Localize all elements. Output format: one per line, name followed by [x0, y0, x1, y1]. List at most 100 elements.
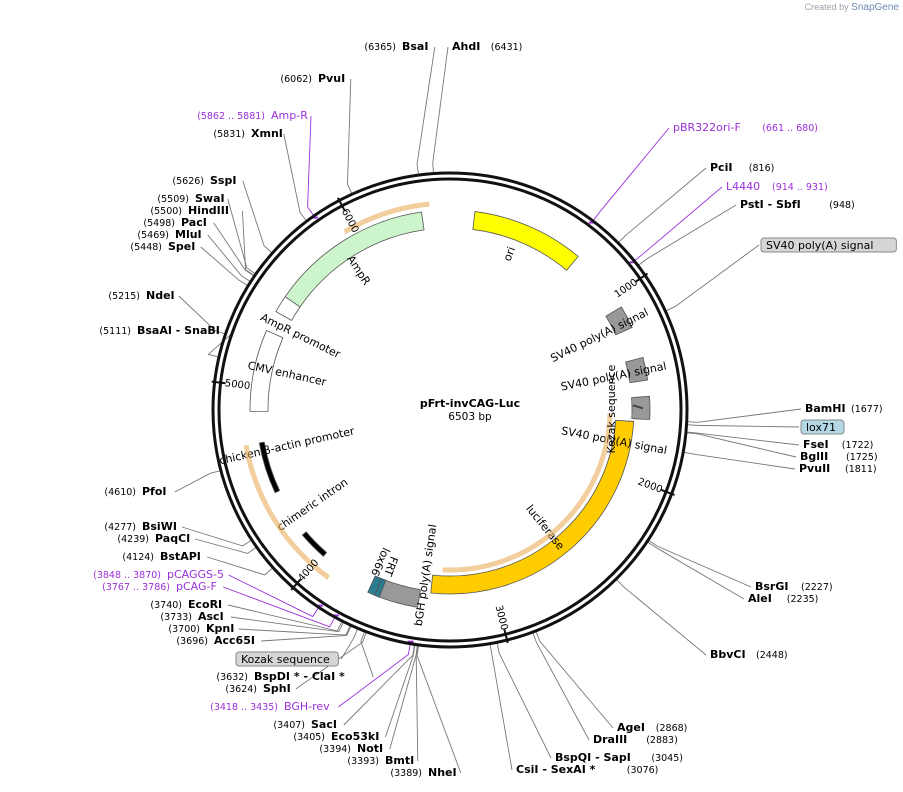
- box-label-sv40-poly-a-signal: SV40 poly(A) signal: [766, 239, 873, 252]
- leader-psti-sbfi: [637, 204, 737, 267]
- site-name-bsiwi: BsiWI: [142, 520, 177, 533]
- leader-csii-sexai: [489, 643, 513, 771]
- site-name-bmti: BmtI: [385, 754, 414, 767]
- site-pos-fsei: (1722): [842, 440, 874, 451]
- leader-bamhi: [686, 408, 802, 423]
- site-name-ahdi: AhdI: [452, 40, 480, 53]
- leader-paci: [213, 222, 255, 277]
- leader-noti: [389, 644, 418, 750]
- feature-ampr-promoter: [275, 296, 301, 321]
- site-pos-bglii: (1725): [846, 452, 878, 463]
- site-name-pbr322ori-f: pBR322ori-F: [673, 121, 741, 134]
- site-pos-pvui: (6062): [280, 74, 312, 85]
- leader-kpni: [238, 624, 351, 636]
- site-name-bglii: BglII: [800, 450, 828, 463]
- leader-bspdi-clai: [360, 631, 374, 678]
- feature-sv40-poly-a-signal: [625, 356, 649, 384]
- plasmid-center-label: pFrt-invCAG-Luc 6503 bp: [420, 397, 520, 423]
- leader-ahdi: [432, 46, 449, 174]
- feature-sv40-poly-a-signal: [605, 306, 633, 336]
- site-pos-bamhi: (1677): [851, 404, 883, 415]
- site-pos-bsai: (6365): [364, 42, 396, 53]
- site-labels: BsaI(6365)AhdI(6431)PvuI(6062)XmnI(5831)…: [93, 40, 897, 779]
- feature-cmv-enhancer: [249, 330, 284, 412]
- site-name-kpni: KpnI: [206, 622, 234, 635]
- backbone-outer-ring: [211, 171, 689, 649]
- site-name-noti: NotI: [357, 742, 383, 755]
- site-pos-bstapi: (4124): [122, 552, 154, 563]
- site-name-l4440: L4440: [726, 180, 760, 193]
- site-name-draiii: DraIII: [593, 733, 627, 746]
- site-name-hindiii: HindIII: [188, 204, 229, 217]
- feature-label-chimeric-intron: chimeric intron: [275, 476, 351, 534]
- leader-ndei: [178, 295, 226, 335]
- leader-pcii: [617, 167, 707, 244]
- leader-pbr322ori-f: [592, 127, 670, 222]
- leader-bspqi-sapi: [496, 642, 552, 759]
- site-name-swai: SwaI: [195, 192, 225, 205]
- backbone-inner-ring: [217, 177, 683, 643]
- site-name-fsei: FseI: [803, 438, 829, 451]
- feature-highlight-arc: [442, 413, 613, 573]
- site-pos-hindiii: (5500): [150, 206, 182, 217]
- leader-sphi: [295, 631, 367, 690]
- box-label-kozak-sequence: Kozak sequence: [241, 653, 330, 666]
- site-pos-l4440: (914 .. 931): [772, 182, 828, 193]
- leader-nhei: [416, 644, 462, 774]
- site-pos-mlui: (5469): [137, 230, 169, 241]
- site-pos-bsiwi: (4277): [104, 522, 136, 533]
- site-name-ndei: NdeI: [146, 289, 175, 302]
- site-pos-draiii: (2883): [646, 735, 678, 746]
- site-pos-pvuii: (1811): [845, 464, 877, 475]
- tick-mark: [337, 197, 346, 211]
- site-pos-spei: (5448): [130, 242, 162, 253]
- leader-lines: [174, 46, 802, 774]
- tick-label: 3000: [493, 604, 510, 631]
- leader-bgh-rev: [338, 643, 411, 708]
- site-pos-agei: (2868): [656, 723, 688, 734]
- leader-kozak-sequence: [340, 628, 359, 660]
- site-pos-csii-sexai: (3076): [627, 765, 659, 776]
- site-pos-psti-sbfi: (948): [829, 200, 855, 211]
- site-name-bspqi-sapi: BspQI - SapI: [555, 751, 631, 764]
- site-name-bstapi: BstAPI: [160, 550, 201, 563]
- feature-label-ori: ori: [501, 245, 518, 263]
- leader-draiii: [532, 631, 590, 741]
- leader-xmni: [283, 133, 308, 222]
- site-pos-eco53ki: (3405): [293, 732, 325, 743]
- site-pos-paqci: (4239): [117, 534, 149, 545]
- site-pos-bmti: (3393): [347, 756, 379, 767]
- box-lox71: [800, 419, 845, 435]
- leader-saci: [343, 644, 415, 726]
- leader-pfoi: [174, 470, 221, 493]
- tick-mark: [635, 272, 649, 283]
- site-name-sspi: SspI: [210, 174, 236, 187]
- site-name-bspdi-clai: BspDI * - ClaI *: [254, 670, 345, 683]
- site-pos-acc65i: (3696): [176, 636, 208, 647]
- site-pos-kpni: (3700): [168, 624, 200, 635]
- leader-spei: [200, 246, 249, 287]
- site-name-pcaggs-5: pCAGGS-5: [167, 568, 224, 581]
- leader-pvui: [347, 78, 353, 195]
- feature-ampr: [284, 211, 425, 308]
- feature-luciferase: [430, 419, 635, 595]
- leader-pvuii: [683, 451, 796, 470]
- tick-mark: [290, 578, 302, 591]
- leader-amp-r: [307, 115, 315, 217]
- plasmid-size: 6503 bp: [448, 411, 492, 423]
- site-name-pcag-f: pCAG-F: [176, 580, 217, 593]
- tick-mark: [661, 489, 675, 496]
- site-pos-swai: (5509): [157, 194, 189, 205]
- leader-sspi: [242, 180, 273, 254]
- feature-chimeric-intron: [301, 531, 328, 557]
- leader-alei: [646, 541, 745, 600]
- site-pos-bsaai-snabi: (5111): [99, 326, 131, 337]
- leader-eco53ki: [384, 644, 416, 738]
- tick-mark: [211, 380, 226, 385]
- feature-label-kozak-sequence: Kozak sequence: [605, 364, 618, 453]
- site-name-bamhi: BamHI: [805, 402, 846, 415]
- leader-asci: [230, 616, 345, 633]
- leader-bbvci: [615, 578, 707, 656]
- box-kozak-sequence: [235, 651, 339, 667]
